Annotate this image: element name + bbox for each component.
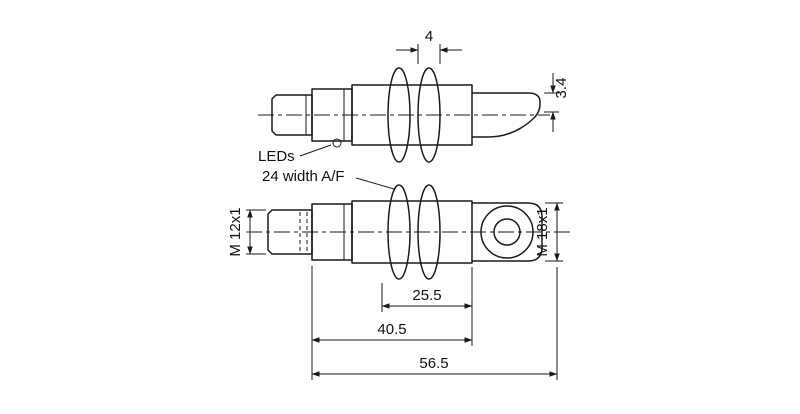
bottom-hex-nut-right [417,184,441,280]
dim-head-label: 3.4 [553,78,570,99]
width-af-leader-line [355,177,395,190]
sensing-face-outer-circle [480,205,534,259]
thread-body-label: M 18x1 [534,207,551,256]
top-hex-nut-left [387,67,411,163]
top-hex-nut-right [417,67,441,163]
led-indicator [332,138,342,148]
dim-nut-label: 4 [425,28,433,45]
top-view [258,67,550,163]
dim-barrel-length-label: 40.5 [377,321,406,338]
bottom-threaded-barrel [351,200,473,264]
dim-total-length-label: 56.5 [419,355,448,372]
bottom-hex-nut-left [387,184,411,280]
leds-label: LEDs [258,148,295,165]
dimensions: 4 3.4 LEDs 24 width A/F M 12x1 M 18x1 [227,28,570,380]
sensing-face-inner-circle [493,218,521,246]
leds-leader-line [299,144,332,157]
top-sensing-head [472,92,541,138]
bottom-sensing-head [472,202,543,262]
dim-thread-length-label: 25.5 [412,287,441,304]
bottom-view [246,184,570,280]
width-af-label: 24 width A/F [262,168,345,185]
top-threaded-barrel [351,84,473,146]
thread-connector-label: M 12x1 [227,207,244,256]
